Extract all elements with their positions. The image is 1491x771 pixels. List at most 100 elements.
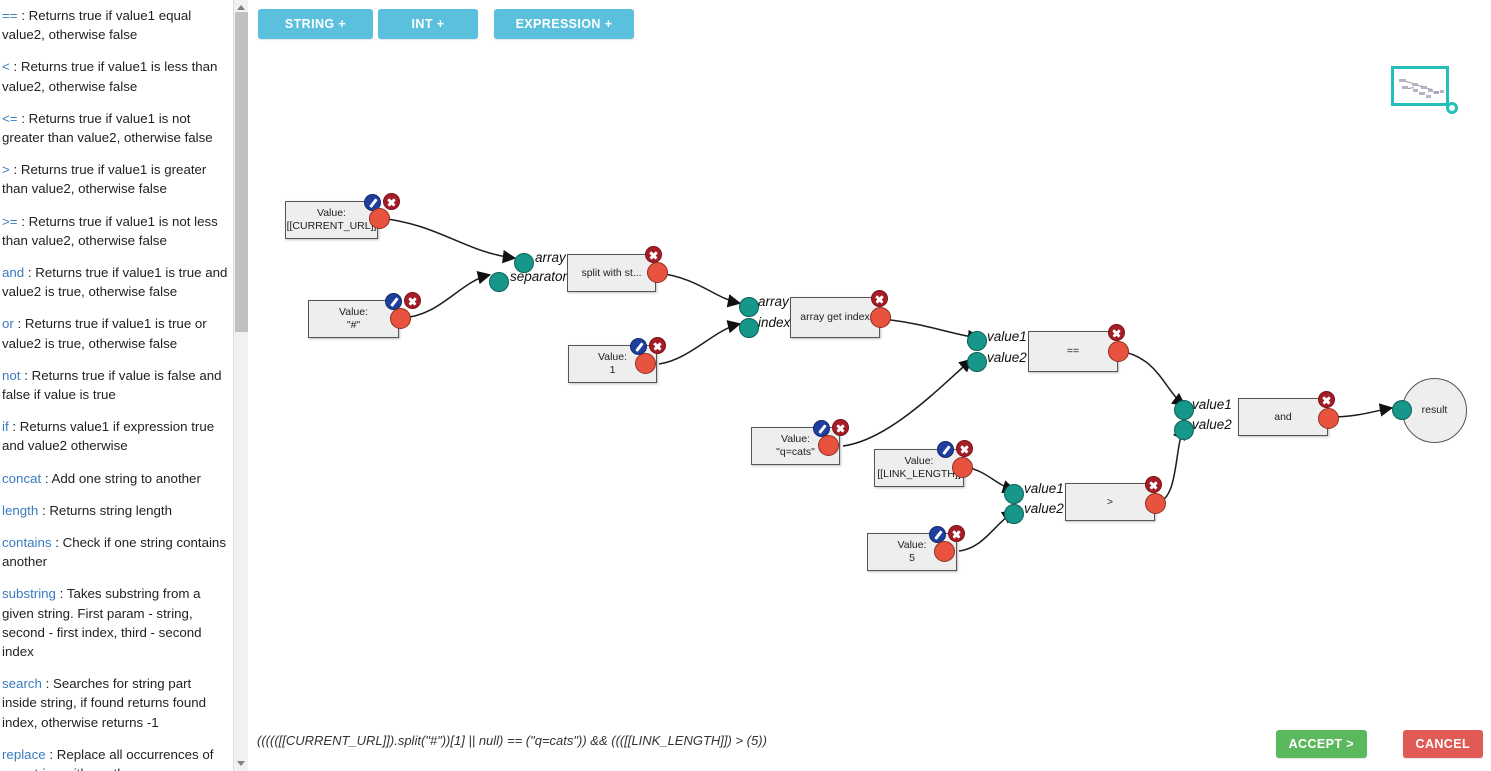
sidebar-scrollbar-thumb[interactable]: [235, 12, 248, 332]
accept-button[interactable]: ACCEPT >: [1275, 730, 1367, 758]
input-port-result[interactable]: [1392, 400, 1412, 420]
input-port-value2[interactable]: [1174, 420, 1194, 440]
operator-help-item: <= : Returns true if value1 is not great…: [2, 109, 229, 147]
operator-description: : Searches for string part inside string…: [2, 676, 207, 730]
node-graph-canvas[interactable]: Value: [[CURRENT_URL]] Value: "#" array …: [249, 48, 1491, 720]
cancel-button[interactable]: CANCEL: [1402, 730, 1483, 758]
input-port-array[interactable]: [739, 297, 759, 317]
input-port-value1[interactable]: [1174, 400, 1194, 420]
output-port[interactable]: [952, 457, 973, 478]
close-icon[interactable]: [1145, 476, 1162, 493]
close-icon[interactable]: [871, 290, 888, 307]
close-icon[interactable]: [832, 419, 849, 436]
output-port[interactable]: [1318, 408, 1339, 429]
port-label-index: index: [758, 315, 791, 330]
value-node-current-url[interactable]: Value: [[CURRENT_URL]]: [285, 201, 378, 239]
port-label-value2: value2: [1192, 417, 1232, 432]
operator-name: or: [2, 316, 14, 332]
input-port-value1[interactable]: [967, 331, 987, 351]
node-label: Value: "#": [339, 306, 368, 331]
node-label: Value: [[CURRENT_URL]]: [286, 207, 377, 232]
input-port-value2[interactable]: [1004, 504, 1024, 524]
close-icon[interactable]: [1318, 391, 1335, 408]
operator-help-item: concat : Add one string to another: [2, 469, 229, 488]
node-label: ==: [1066, 345, 1080, 357]
operator-description: : Returns true if value1 is less than va…: [2, 59, 218, 94]
operator-node-array-get-index[interactable]: array get index: [790, 297, 880, 338]
operator-name: search: [2, 676, 42, 692]
close-icon[interactable]: [645, 246, 662, 263]
add-expression-button[interactable]: EXPRESSION +: [494, 9, 634, 39]
input-port-value1[interactable]: [1004, 484, 1024, 504]
input-port-index[interactable]: [739, 318, 759, 338]
add-int-button[interactable]: INT +: [378, 9, 478, 39]
output-port[interactable]: [647, 262, 668, 283]
output-port[interactable]: [934, 541, 955, 562]
port-label-value1: value1: [1024, 481, 1064, 496]
node-label: result: [1421, 404, 1448, 416]
operator-help-item: not : Returns true if value is false and…: [2, 366, 229, 404]
output-port[interactable]: [818, 435, 839, 456]
operator-help-item: == : Returns true if value1 equal value2…: [2, 6, 229, 44]
footer-bar: ((((([[CURRENT_URL]]).split("#"))[1] || …: [249, 720, 1491, 771]
close-icon[interactable]: [948, 525, 965, 542]
operator-help-item: > : Returns true if value1 is greater th…: [2, 160, 229, 198]
operator-description: : Replace all occurrences of one string …: [2, 746, 214, 771]
close-icon[interactable]: [404, 292, 421, 309]
node-toolbar: STRING + INT + EXPRESSION +: [249, 0, 1491, 48]
operator-help-item: search : Searches for string part inside…: [2, 674, 229, 732]
operator-help-sidebar: == : Returns true if value1 equal value2…: [0, 0, 248, 771]
sidebar-scrollbar[interactable]: [233, 0, 248, 771]
input-port-separator[interactable]: [489, 272, 509, 292]
output-port[interactable]: [870, 307, 891, 328]
operator-name: >: [2, 162, 10, 178]
scroll-down-arrow-icon[interactable]: [234, 756, 248, 771]
operator-node-equals[interactable]: ==: [1028, 331, 1118, 372]
operator-help-item: if : Returns value1 if expression true a…: [2, 417, 229, 455]
operator-node-greater-than[interactable]: >: [1065, 483, 1155, 521]
operator-help-item: or : Returns true if value1 is true or v…: [2, 314, 229, 352]
operator-description: : Check if one string contains another: [2, 535, 226, 570]
operator-help-item: < : Returns true if value1 is less than …: [2, 57, 229, 95]
close-icon[interactable]: [383, 193, 400, 210]
scroll-up-arrow-icon[interactable]: [234, 0, 248, 15]
operator-help-list: == : Returns true if value1 equal value2…: [0, 0, 233, 771]
operator-description: : Takes substring from a given string. F…: [2, 586, 202, 660]
operator-node-split-with-string[interactable]: split with st...: [567, 254, 656, 292]
operator-node-and[interactable]: and: [1238, 398, 1328, 436]
minimap-resize-handle[interactable]: [1446, 102, 1458, 114]
output-port[interactable]: [1108, 341, 1129, 362]
port-label-value1: value1: [987, 329, 1027, 344]
minimap-content: [1394, 69, 1446, 103]
operator-description: : Returns value1 if expression true and …: [2, 419, 215, 454]
close-icon[interactable]: [1108, 324, 1125, 341]
node-label: Value: 5: [897, 539, 927, 564]
node-label: >: [1106, 495, 1114, 508]
output-port[interactable]: [635, 353, 656, 374]
edit-icon[interactable]: [937, 441, 954, 458]
operator-name: if: [2, 419, 9, 435]
minimap[interactable]: [1391, 66, 1458, 114]
operator-name: substring: [2, 586, 56, 602]
operator-description: : Returns true if value1 equal value2, o…: [2, 8, 192, 43]
port-label-array: array: [758, 294, 789, 309]
output-port[interactable]: [369, 208, 390, 229]
input-port-value2[interactable]: [967, 352, 987, 372]
node-label: Value: "q=cats": [776, 433, 815, 458]
expression-preview: ((((([[CURRENT_URL]]).split("#"))[1] || …: [257, 733, 767, 748]
operator-name: ==: [2, 8, 18, 23]
output-port[interactable]: [390, 308, 411, 329]
node-label: Value: 1: [598, 351, 627, 376]
operator-description: : Returns true if value1 is greater than…: [2, 162, 207, 197]
operator-help-item: contains : Check if one string contains …: [2, 533, 229, 571]
operator-name: replace: [2, 746, 46, 762]
input-port-array[interactable]: [514, 253, 534, 273]
operator-help-item: length : Returns string length: [2, 501, 229, 520]
output-port[interactable]: [1145, 493, 1166, 514]
close-icon[interactable]: [956, 440, 973, 457]
close-icon[interactable]: [649, 337, 666, 354]
operator-help-item: substring : Takes substring from a given…: [2, 584, 229, 661]
add-string-button[interactable]: STRING +: [258, 9, 373, 39]
operator-name: contains: [2, 535, 52, 551]
